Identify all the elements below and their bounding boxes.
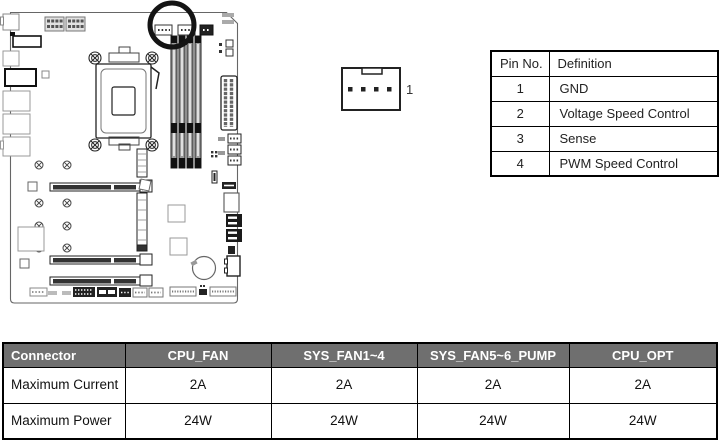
pcie-slot-3 bbox=[49, 274, 153, 287]
front-panel-header bbox=[224, 255, 241, 277]
sys-fan5-6-pump-header: SYS_FAN5~6_PUMP bbox=[416, 342, 570, 368]
dimm-slots bbox=[170, 35, 202, 169]
spec-value: 2A bbox=[270, 366, 418, 404]
sata-connectors bbox=[226, 214, 242, 254]
silkscreen-marks bbox=[222, 13, 234, 24]
cpu-power-connector bbox=[44, 16, 86, 32]
spec-value: 2A bbox=[416, 366, 570, 404]
pcie-slot-2 bbox=[49, 253, 153, 266]
pin-definition-table: Pin No. Definition 1 GND 2 Voltage Speed… bbox=[490, 50, 719, 177]
sys-fan1-4-header: SYS_FAN1~4 bbox=[270, 342, 418, 368]
pin-no-header: Pin No. bbox=[490, 50, 550, 77]
connector-notch bbox=[361, 67, 383, 75]
socket-screw bbox=[88, 138, 102, 152]
pin-no-cell: 4 bbox=[490, 150, 550, 177]
pin-no-cell: 1 bbox=[490, 75, 550, 102]
right-edge-headers bbox=[211, 133, 242, 189]
definition-cell: PWM Speed Control bbox=[548, 150, 719, 177]
pin1-label: 1 bbox=[406, 82, 413, 97]
row-label: Maximum Power bbox=[2, 402, 126, 440]
pin-table-row: 3 Sense bbox=[490, 125, 719, 152]
cpu-opt-header: CPU_OPT bbox=[568, 342, 718, 368]
fan-connector-diagram: 1 bbox=[334, 60, 418, 114]
spec-row-max-current: Maximum Current 2A 2A 2A 2A bbox=[2, 366, 718, 404]
spec-header-row: Connector CPU_FAN SYS_FAN1~4 SYS_FAN5~6_… bbox=[2, 342, 718, 368]
spec-value: 2A bbox=[124, 366, 272, 404]
dimm-slot bbox=[186, 35, 194, 169]
cpu-fan-header: CPU_FAN bbox=[124, 342, 272, 368]
definition-cell: Voltage Speed Control bbox=[548, 100, 719, 127]
mounting-pads bbox=[17, 181, 45, 269]
m2-slots bbox=[136, 148, 152, 252]
definition-cell: GND bbox=[548, 75, 719, 102]
highlight-circle bbox=[147, 0, 197, 50]
pin-table-header-row: Pin No. Definition bbox=[490, 50, 719, 77]
dimm-slot bbox=[178, 35, 186, 169]
socket-screw bbox=[145, 51, 159, 65]
spec-value: 24W bbox=[568, 402, 718, 440]
spec-value: 24W bbox=[124, 402, 272, 440]
motherboard-line-art bbox=[0, 0, 242, 304]
spec-value: 24W bbox=[416, 402, 570, 440]
row-label: Maximum Current bbox=[2, 366, 126, 404]
spec-row-max-power: Maximum Power 24W 24W 24W 24W bbox=[2, 402, 718, 440]
pin-no-cell: 2 bbox=[490, 100, 550, 127]
definition-cell: Sense bbox=[548, 125, 719, 152]
pin-table-row: 1 GND bbox=[490, 75, 719, 102]
socket-screw bbox=[145, 138, 159, 152]
motherboard-diagram bbox=[0, 0, 245, 312]
pin-no-cell: 3 bbox=[490, 125, 550, 152]
rear-io-ports bbox=[0, 13, 50, 157]
spec-value: 2A bbox=[568, 366, 718, 404]
chipset bbox=[167, 192, 240, 256]
dimm-slot bbox=[170, 35, 178, 169]
pin-table-row: 2 Voltage Speed Control bbox=[490, 100, 719, 127]
fan-connector-drawing: 1 bbox=[341, 67, 413, 111]
connector-header: Connector bbox=[2, 342, 126, 368]
cmos-battery bbox=[190, 255, 217, 281]
spec-value: 24W bbox=[270, 402, 418, 440]
pin-table-row: 4 PWM Speed Control bbox=[490, 150, 719, 177]
system-fan-headers bbox=[154, 24, 214, 36]
socket-screw bbox=[88, 51, 102, 65]
fan-spec-table: Connector CPU_FAN SYS_FAN1~4 SYS_FAN5~6_… bbox=[2, 342, 718, 440]
atx-24pin-connector bbox=[220, 75, 238, 131]
definition-header: Definition bbox=[548, 50, 719, 77]
cpu-socket bbox=[88, 46, 160, 152]
small-headers bbox=[219, 39, 234, 57]
dimm-slot bbox=[194, 35, 202, 169]
bottom-headers bbox=[29, 285, 237, 298]
connector-pins bbox=[348, 87, 392, 92]
